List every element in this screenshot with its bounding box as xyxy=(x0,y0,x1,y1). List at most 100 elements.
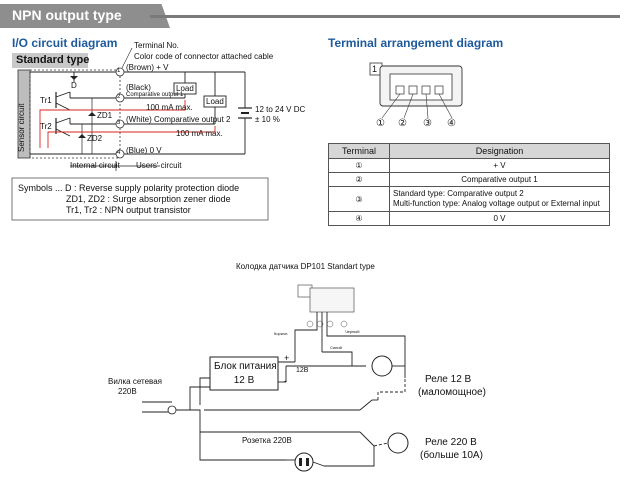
load-return xyxy=(324,446,375,467)
supply-voltage-label: 12 to 24 V DC xyxy=(255,105,306,114)
header-bar xyxy=(0,4,170,28)
load-1-label: Load xyxy=(176,84,194,93)
socket-circle xyxy=(294,452,314,472)
switch-contact-1 xyxy=(359,399,373,411)
relay-link xyxy=(377,378,406,400)
pin-label-3: ③ xyxy=(423,118,432,129)
load-1-box xyxy=(173,82,197,95)
relay-220v-coil xyxy=(387,432,409,454)
zd2-symbol xyxy=(78,134,86,138)
relay-220v-label-1: Реле 220 В xyxy=(425,437,477,448)
designation-cell: 0 V xyxy=(389,211,610,226)
wire-blue-b xyxy=(322,351,353,366)
wiring-title: Колодка датчика DP101 Standart type xyxy=(236,262,375,271)
zd1-label: ZD1 xyxy=(97,111,113,120)
terminal-3-number: 3 xyxy=(117,120,121,126)
brown-label: (Brown) + V xyxy=(126,63,169,72)
wire-12v-label: 12В xyxy=(296,367,309,374)
table-row: ④ 0 V xyxy=(328,211,610,226)
relay-12v-coil xyxy=(371,355,393,377)
terminal-no-pointer xyxy=(121,47,133,69)
small-pin-4 xyxy=(340,320,348,328)
mains-line-a xyxy=(176,409,286,461)
pin3-leader xyxy=(425,93,429,119)
max-current-2: 100 mA max. xyxy=(176,129,223,138)
wire-black xyxy=(326,312,406,378)
plug-label-line-2: 220В xyxy=(118,387,137,396)
psu-label-line-2: 12 В xyxy=(233,375,255,386)
sensor-circuit-label: Sensor circuit xyxy=(17,103,26,152)
pin2-leader xyxy=(403,93,414,119)
relay-220v-label-2: (больше 10А) xyxy=(420,450,483,461)
wire-black-label: Черный xyxy=(345,329,360,334)
tr1-label: Tr1 xyxy=(40,96,52,105)
white-label: (White) Comparative output 2 xyxy=(126,115,231,124)
header-band: NPN output type xyxy=(0,4,640,28)
terminal-2-number: 2 xyxy=(117,94,121,100)
connector-pin-2 xyxy=(408,85,418,95)
small-connector-body xyxy=(309,287,355,313)
zd1-symbol xyxy=(88,112,96,116)
internal-circuit-label: Internal circuit xyxy=(70,161,120,170)
pin4-leader xyxy=(438,93,453,119)
pin-label-2: ② xyxy=(398,118,407,129)
color-code-label: Color code of connector attached cable xyxy=(134,52,274,61)
power-supply-box xyxy=(209,356,279,391)
standard-type-label: Standard type xyxy=(12,53,89,68)
plug-label-line-1: Вилка сетевая xyxy=(108,377,162,386)
terminal-table: Terminal Designation ① + V ② Comparative… xyxy=(328,143,610,226)
load-2-box xyxy=(203,95,227,108)
zd2-label: ZD2 xyxy=(87,134,103,143)
load-2-label: Load xyxy=(206,97,224,106)
socket-lead-right xyxy=(312,461,325,467)
terminal-cell: ③ xyxy=(328,186,390,212)
terminal-cell: ① xyxy=(328,158,390,173)
tr1-collector xyxy=(55,91,71,98)
designation-cell: Comparative output 1 xyxy=(389,172,610,187)
symbols-line-3: Tr1, Tr2 : NPN output transistor xyxy=(66,205,191,215)
designation-cell: Standard type: Comparative output 2 Mult… xyxy=(389,186,610,212)
tr2-emitter xyxy=(55,128,71,137)
terminal-4-number: 4 xyxy=(117,150,121,156)
wire-blue-label: Синий xyxy=(330,345,342,350)
psu-label-line-1: Блок питания xyxy=(214,361,277,372)
comparative-output-1-label: Comparative output 1 xyxy=(126,92,184,98)
black-label: (Black) xyxy=(126,83,151,92)
pin1-leader xyxy=(381,93,401,119)
header-rule xyxy=(150,15,620,18)
connector-pin-1 xyxy=(395,85,405,95)
diode-d-label: D xyxy=(71,81,77,90)
blue-label: (Blue) 0 V xyxy=(126,146,162,155)
pin-label-4: ④ xyxy=(447,118,456,129)
socket-pin-right xyxy=(306,458,309,466)
socket-label: Розетка 220В xyxy=(242,436,292,445)
diode-d-symbol xyxy=(70,76,78,80)
pin-label-1: ① xyxy=(376,118,385,129)
tr1-emitter xyxy=(55,102,71,111)
symbols-line-2: ZD1, ZD2 : Surge absorption zener diode xyxy=(66,194,231,204)
psu-minus-label: - xyxy=(284,376,287,386)
wire-brown-label: Коричн. xyxy=(274,331,289,336)
mains-to-psu-b xyxy=(199,377,210,405)
connector-pin-3 xyxy=(421,85,431,95)
terminal-arrangement-title: Terminal arrangement diagram xyxy=(328,36,504,50)
plug-node xyxy=(167,405,177,415)
connector-pin-4 xyxy=(434,85,444,95)
table-row: ① + V xyxy=(328,158,610,173)
symbols-box xyxy=(11,177,269,221)
red-path-output-2 xyxy=(47,126,216,148)
users-circuit-label: Users' circuit xyxy=(136,161,182,170)
wire-brown xyxy=(294,312,318,362)
supply-tolerance-label: ± 10 % xyxy=(255,115,280,124)
terminal-column-header: Terminal xyxy=(328,143,390,159)
relay-12v-label-1: Реле 12 В xyxy=(425,374,472,385)
internal-circuit-frame xyxy=(29,69,121,159)
designation-standard: Standard type: Comparative output 2 xyxy=(393,189,524,198)
max-current-1: 100 mA max. xyxy=(146,103,193,112)
designation-cell: + V xyxy=(389,158,610,173)
tr2-collector xyxy=(55,117,71,124)
red-path-output-1 xyxy=(39,100,186,148)
page-title: NPN output type xyxy=(12,7,122,23)
connector-box-label: 1 xyxy=(372,64,378,74)
tr2-label: Tr2 xyxy=(40,122,52,131)
